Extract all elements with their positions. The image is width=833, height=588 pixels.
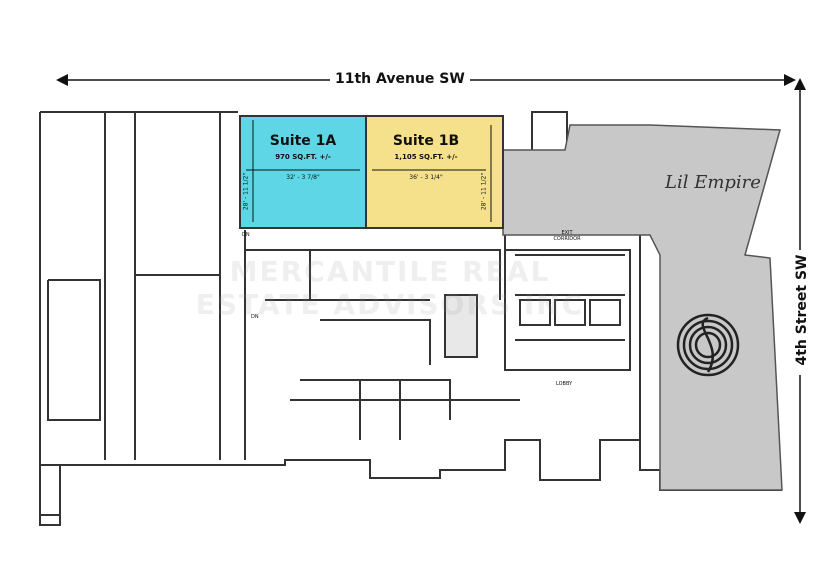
suite-1a-depth: 28' - 11 1/2"	[242, 172, 250, 211]
dimension-lines	[246, 120, 492, 222]
dn-label: DN	[251, 314, 259, 320]
suite-1a-width: 32' - 3 7/8"	[286, 174, 320, 181]
watermark: MERCANTILE REAL ESTATE ADVISORS INC	[195, 255, 585, 321]
building-walls	[39, 111, 782, 526]
suite-1b-area[interactable]	[365, 115, 504, 229]
suite-1a-title: Suite 1A	[269, 133, 337, 149]
street-label-top: 11th Avenue SW	[335, 71, 465, 87]
tenant-area-lil-empire	[502, 124, 783, 491]
street-label-right: 4th Street SW	[794, 254, 810, 366]
suite-1b-width: 36' - 3 1/4"	[409, 174, 443, 181]
suite-1b-title: Suite 1B	[392, 133, 460, 149]
suite-1b-depth: 28' - 11 1/2"	[480, 172, 488, 211]
suite-1a-area-label: 970 SQ.FT. +/-	[275, 153, 331, 161]
tenant-logo-lil-empire: Lil Empire	[665, 172, 761, 193]
dn-label: DN	[242, 232, 250, 238]
exit-corridor-label: EXIT CORRIDOR	[553, 230, 581, 242]
lobby-label: LOBBY	[556, 381, 573, 387]
suite-1b-area-label: 1,105 SQ.FT. +/-	[394, 153, 458, 161]
spiral-logo-icon	[676, 313, 740, 377]
